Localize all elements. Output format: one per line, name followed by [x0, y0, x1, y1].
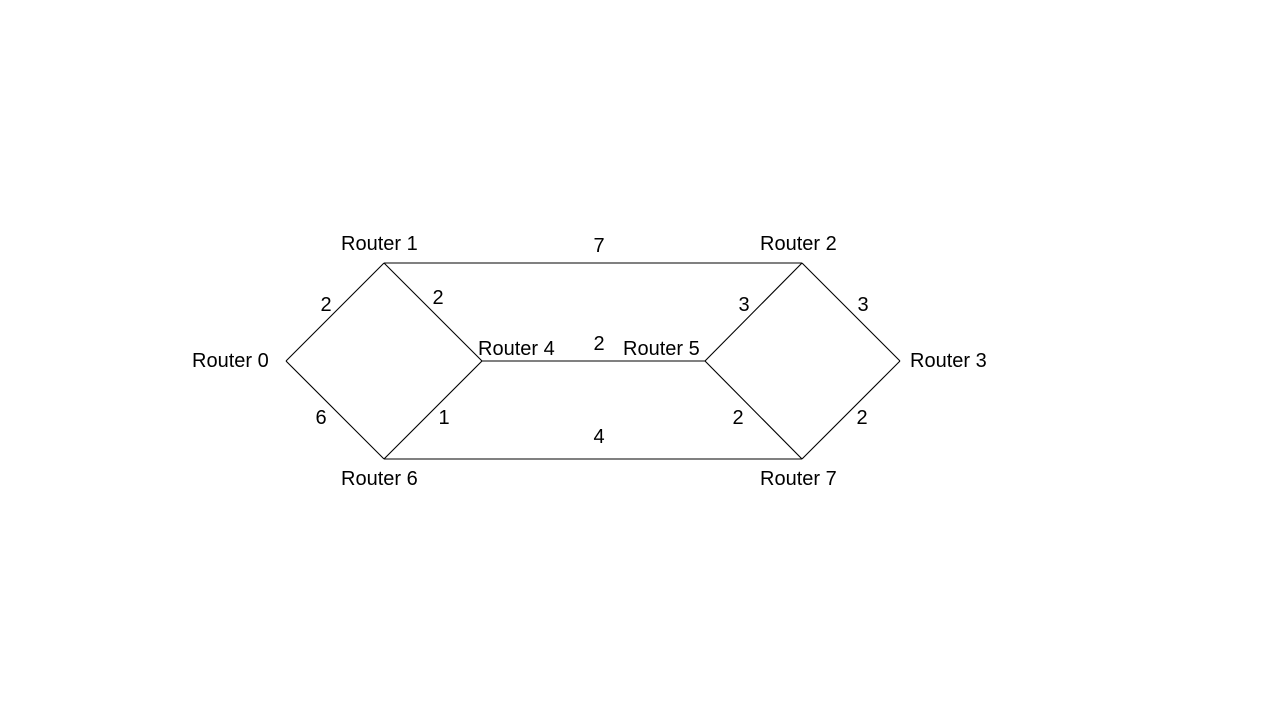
weight-router5-router2: 3	[738, 294, 749, 316]
weight-router4-router5: 2	[593, 333, 604, 355]
weight-router1-router4: 2	[432, 287, 443, 309]
link-router0-router1	[285, 262, 385, 362]
router-label-3: Router 3	[910, 350, 987, 372]
link-router7-router3	[801, 360, 901, 460]
weight-router6-router7: 4	[593, 426, 604, 448]
router-label-1: Router 1	[341, 233, 418, 255]
link-router0-router6	[285, 360, 385, 460]
weight-router6-router4: 1	[438, 407, 449, 429]
router-label-4: Router 4	[478, 338, 555, 360]
weight-router2-router3: 3	[857, 294, 868, 316]
weight-router0-router1: 2	[320, 294, 331, 316]
link-router6-router4	[383, 360, 483, 460]
router-label-2: Router 2	[760, 233, 837, 255]
router-label-7: Router 7	[760, 468, 837, 490]
router-label-5: Router 5	[623, 338, 700, 360]
link-router1-router4	[383, 262, 483, 362]
router-label-6: Router 6	[341, 468, 418, 490]
weight-router7-router3: 2	[856, 407, 867, 429]
weight-router0-router6: 6	[315, 407, 326, 429]
router-label-0: Router 0	[192, 350, 269, 372]
link-router5-router7	[704, 360, 803, 460]
link-router2-router3	[801, 262, 901, 362]
weight-router5-router7: 2	[732, 407, 743, 429]
link-router5-router2	[704, 262, 803, 362]
weight-router1-router2: 7	[593, 235, 604, 257]
